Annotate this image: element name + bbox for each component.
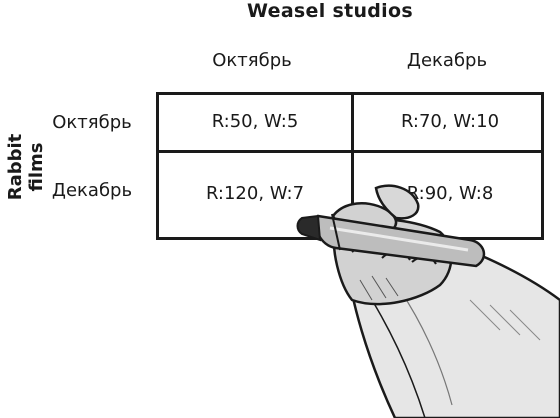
- matrix-horizontal-divider: [159, 150, 541, 153]
- row-header-october: Октябрь: [52, 112, 132, 133]
- cell-oct-dec: R:70, W:10: [400, 111, 500, 132]
- row-player-label: Rabbit films: [5, 133, 47, 201]
- column-player-label: Weasel studios: [247, 0, 413, 22]
- row-header-december: Декабрь: [51, 180, 133, 201]
- cell-oct-oct: R:50, W:5: [211, 111, 299, 132]
- column-header-december: Декабрь: [406, 50, 488, 71]
- cell-dec-oct: R:120, W:7: [205, 183, 305, 204]
- column-header-october: Октябрь: [212, 50, 292, 71]
- cell-dec-dec: R:90, W:8: [406, 183, 494, 204]
- matrix-vertical-divider: [351, 95, 354, 237]
- payoff-matrix: R:50, W:5 R:70, W:10 R:120, W:7 R:90, W:…: [156, 92, 544, 240]
